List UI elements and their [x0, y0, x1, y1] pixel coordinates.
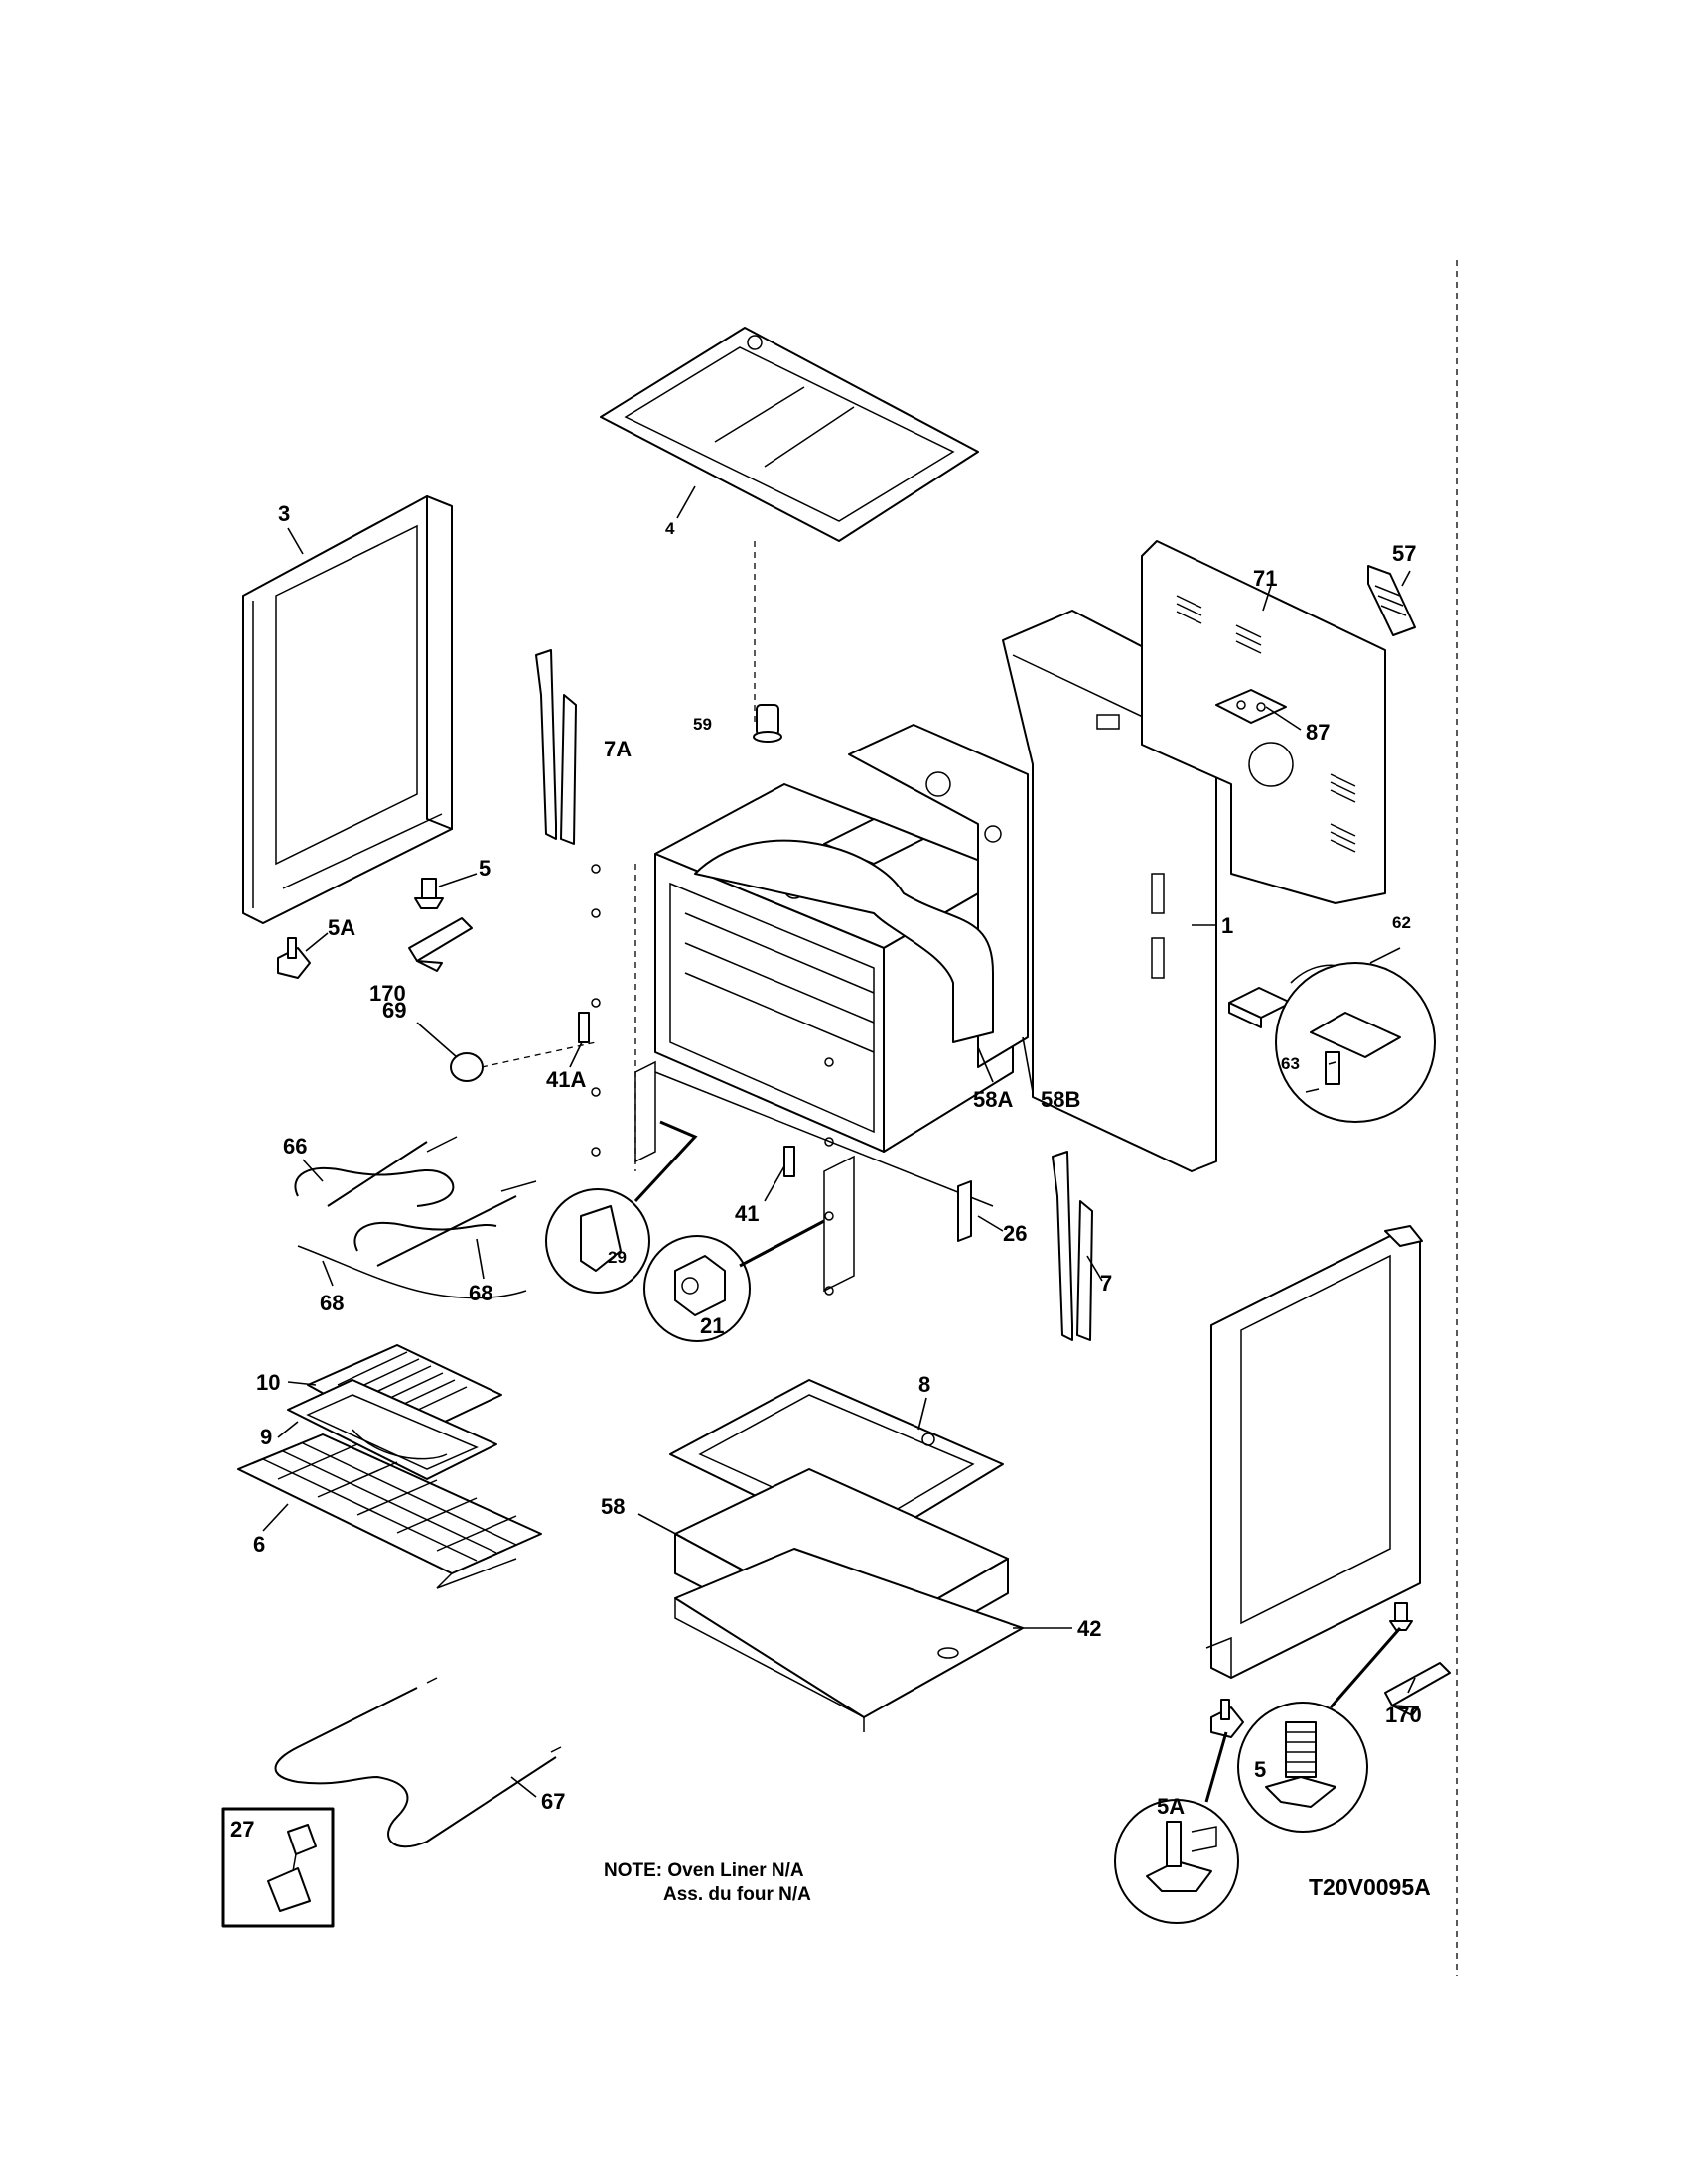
part-71-rear-cover: [1141, 540, 1386, 904]
part-6-oven-rack: [237, 1433, 542, 1589]
part-41-clip: [783, 1146, 795, 1177]
callout-170-right: 170: [1385, 1703, 1422, 1727]
callout-27: 27: [230, 1817, 254, 1842]
callout-67: 67: [541, 1789, 565, 1814]
part-58A-insulation-wrap: [694, 839, 994, 1043]
part-67-bake-element: [274, 1677, 562, 1848]
part-62-detail: [1275, 962, 1436, 1123]
callout-87: 87: [1306, 720, 1330, 745]
callout-9: 9: [260, 1425, 272, 1449]
leader-lines: [262, 485, 1416, 1798]
part-5-detail: [1237, 1627, 1402, 1833]
part-27-detail-box: [221, 1807, 335, 1928]
part-41A-clip: [578, 1012, 590, 1043]
part-69-lamp-lens: [450, 1052, 484, 1082]
part-170-right: [1384, 1662, 1451, 1716]
callout-1: 1: [1221, 913, 1233, 938]
callout-41: 41: [735, 1201, 759, 1226]
callout-3: 3: [278, 501, 290, 526]
screws: [591, 864, 834, 1296]
callout-58: 58: [601, 1494, 625, 1519]
callout-5A-detail: 5A: [1157, 1794, 1185, 1819]
part-5A-bracket-left: [277, 937, 311, 979]
part-9-broiler-pan: [287, 1379, 497, 1480]
part-7-hinge: [1052, 1151, 1093, 1341]
callout-26: 26: [1003, 1221, 1027, 1246]
callout-69: 69: [382, 998, 406, 1023]
callout-7: 7: [1100, 1271, 1112, 1296]
callout-21: 21: [700, 1313, 724, 1338]
callout-58A: 58A: [973, 1087, 1013, 1112]
part-3-left-door: [242, 495, 453, 924]
callout-170: 170: [369, 981, 406, 1006]
part-62-terminal-block: [1228, 964, 1361, 1028]
part-5-leveler-left: [414, 878, 444, 909]
callout-29: 29: [608, 1248, 627, 1267]
callout-62: 62: [1392, 913, 1411, 932]
callout-68-right: 68: [469, 1281, 492, 1305]
callout-5-detail: 5: [1254, 1757, 1266, 1782]
callout-66: 66: [283, 1134, 307, 1159]
part-87-plate: [1215, 689, 1287, 724]
note-line-1: NOTE: Oven Liner N/A: [604, 1860, 804, 1881]
callout-68-left: 68: [320, 1291, 344, 1315]
part-59-sensor: [753, 704, 782, 743]
callout-57: 57: [1392, 541, 1416, 566]
drawing-code: T20V0095A: [1309, 1874, 1431, 1900]
part-170-left: [408, 917, 473, 972]
part-57-vent-cover: [1367, 565, 1416, 636]
callout-5A: 5A: [328, 915, 355, 940]
oven-frame-legs: [634, 864, 994, 1293]
callout-5: 5: [479, 856, 491, 881]
part-3-right-door: [1205, 1225, 1423, 1679]
oven-cavity: [654, 783, 1014, 1153]
callout-4: 4: [665, 519, 675, 538]
callout-7A: 7A: [604, 737, 632, 761]
part-5A-detail: [1114, 1731, 1239, 1924]
callout-labels: 3 4 5 5A 170 7A 59 71 57 87 1 62 63 69 4…: [230, 501, 1422, 1842]
note-line-2: Ass. du four N/A: [663, 1884, 811, 1905]
part-26-bracket: [957, 1180, 972, 1242]
callout-59: 59: [693, 715, 712, 734]
callout-8: 8: [918, 1372, 930, 1397]
part-66-broil-element: [294, 1136, 537, 1299]
part-21-detail: [643, 1219, 825, 1342]
part-5A-bracket-right: [1210, 1699, 1244, 1738]
part-5-leveler-right: [1389, 1602, 1413, 1631]
callout-58B: 58B: [1041, 1087, 1080, 1112]
callout-71: 71: [1253, 566, 1277, 591]
callout-42: 42: [1077, 1616, 1101, 1641]
part-29-detail: [545, 1120, 698, 1294]
callout-63: 63: [1281, 1054, 1300, 1073]
callout-10: 10: [256, 1370, 280, 1395]
part-7A-hinge: [535, 649, 577, 845]
part-4-top-panel: [600, 327, 979, 542]
callout-6: 6: [253, 1532, 265, 1557]
callout-41A: 41A: [546, 1067, 586, 1092]
